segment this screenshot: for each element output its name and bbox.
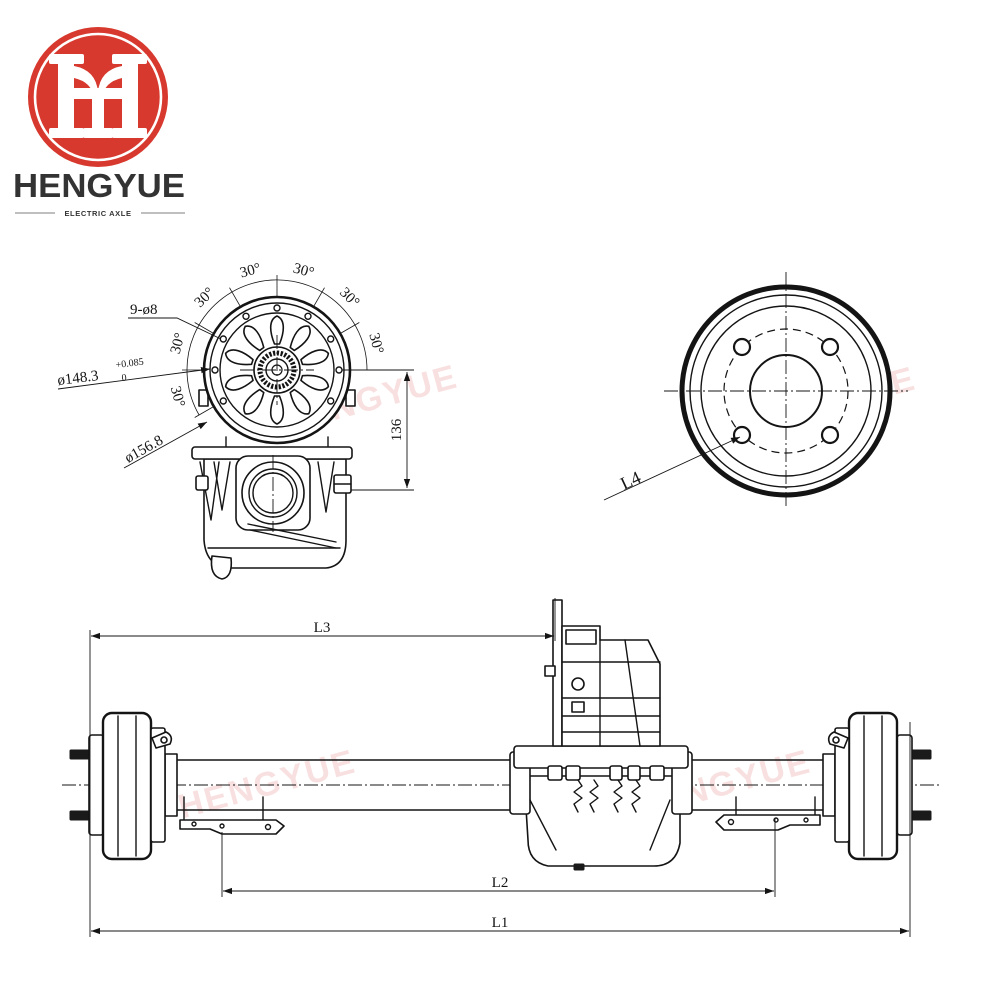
brand-name: HENGYUE: [13, 167, 185, 204]
angle-label: 30°: [168, 331, 189, 355]
differential-housing: [509, 745, 693, 871]
center-height-dimension: 136: [342, 369, 414, 491]
axle-side-view: L3 L2 L1: [62, 598, 940, 937]
bore-tolerance-upper: +0.085: [115, 357, 144, 371]
pilot-diameter-text: ø156.8: [122, 433, 166, 467]
left-brake-drum: [69, 711, 173, 861]
differential-bolts: [547, 765, 665, 781]
angle-label: 30°: [291, 261, 315, 282]
logo-monogram-icon: [49, 54, 147, 138]
motor-lug-right: [345, 389, 356, 407]
axle-dimensions: L3 L2 L1: [89, 598, 911, 937]
bore-tolerance-lower: 0: [121, 372, 127, 384]
overall-length-label: L1: [492, 915, 509, 931]
right-brake-drum: [827, 711, 932, 861]
motor-offset-dimension: L3: [91, 620, 554, 640]
motor-cooling-slots: [224, 315, 330, 425]
logo-ring: [33, 32, 163, 162]
logo: HENGYUE ELECTRIC AXLE: [13, 27, 185, 218]
angle-label: 30°: [365, 331, 386, 355]
angle-label: 30°: [192, 285, 218, 311]
bolt-hole-callout-text: 9-ø8: [130, 302, 158, 318]
brake-drum-end-view: L4: [603, 272, 908, 508]
left-spring-seat: [179, 796, 285, 835]
axle-tube: [164, 753, 836, 817]
gearbox-housing: [191, 436, 353, 580]
bolt-hole-callout: 9-ø8: [128, 302, 222, 340]
bore-diameter-text: ø148.3: [57, 368, 100, 389]
wheel-bolt-holes: [732, 337, 840, 445]
pilot-diameter-callout: ø156.8: [122, 421, 208, 469]
watermark: HENGYUE: [174, 742, 360, 826]
angle-label: 30°: [336, 285, 362, 311]
motor-end-view: 30° 30° 30° 30° 30° 30° 30° 9-ø8 ø148.3 …: [57, 261, 414, 580]
bolt-circle-label: L4: [617, 467, 644, 494]
drive-motor: [544, 599, 661, 747]
overall-length-dimension: L1: [91, 915, 909, 935]
motor-shaft-hub: [240, 335, 314, 405]
angle-label: 30°: [238, 261, 262, 282]
angle-labels: 30° 30° 30° 30° 30° 30° 30°: [167, 261, 387, 409]
motor-lug-left: [198, 389, 209, 407]
spring-seat-span-label: L2: [492, 875, 509, 891]
brand-tagline: ELECTRIC AXLE: [64, 209, 131, 218]
angle-label: 30°: [167, 385, 188, 409]
motor-offset-label: L3: [314, 620, 331, 636]
motor-inner-circle: [219, 312, 335, 428]
spring-seat-span-dimension: L2: [223, 875, 774, 895]
bore-diameter-callout: ø148.3 +0.085 0: [57, 357, 211, 390]
right-spring-seat: [715, 796, 821, 831]
differential-studs: [573, 779, 641, 813]
center-height-text: 136: [389, 418, 405, 441]
